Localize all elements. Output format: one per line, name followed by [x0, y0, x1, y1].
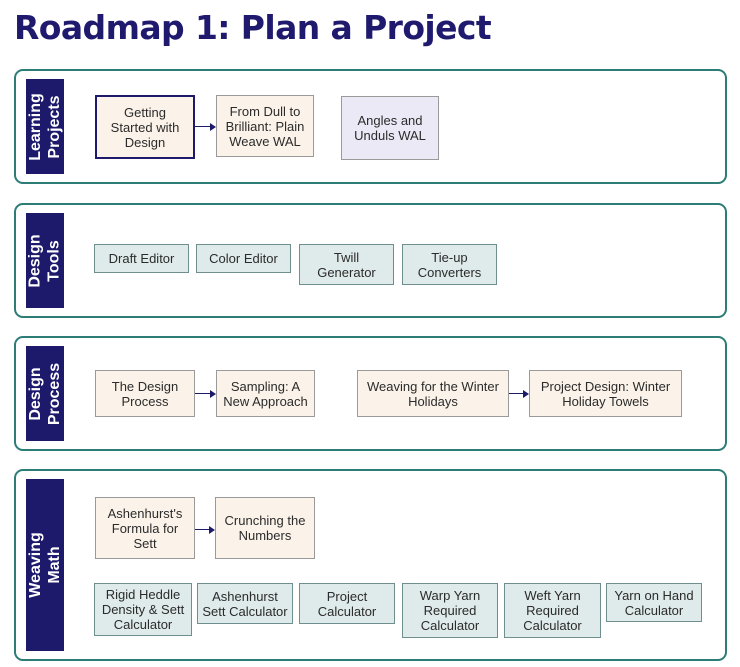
card-sampling-new-approach[interactable]: Sampling: A New Approach: [216, 370, 315, 417]
card-yarn-on-hand-calculator[interactable]: Yarn on Hand Calculator: [606, 583, 702, 622]
card-crunching-the-numbers[interactable]: Crunching the Numbers: [215, 497, 315, 559]
section-design-process: Design Process The Design Process Sampli…: [14, 336, 727, 451]
section-label-text: Design Tools: [27, 233, 63, 288]
section-label-text: Learning Projects: [27, 92, 63, 161]
section-label-text: Design Process: [27, 362, 64, 425]
card-draft-editor[interactable]: Draft Editor: [94, 244, 189, 273]
card-rigid-heddle-calculator[interactable]: Rigid Heddle Density & Sett Calculator: [94, 583, 192, 636]
card-ashenhurst-sett-calculator[interactable]: Ashenhurst Sett Calculator: [197, 583, 293, 624]
card-twill-generator[interactable]: Twill Generator: [299, 244, 394, 285]
card-project-design-winter-towels[interactable]: Project Design: Winter Holiday Towels: [529, 370, 682, 417]
card-angles-and-unduls[interactable]: Angles and Unduls WAL: [341, 96, 439, 160]
card-the-design-process[interactable]: The Design Process: [95, 370, 195, 417]
section-label-design-process: Design Process: [26, 346, 64, 441]
section-learning-projects: Learning Projects Getting Started with D…: [14, 69, 727, 184]
arrow-connector: [195, 122, 216, 132]
arrow-connector: [509, 389, 529, 399]
section-label-text: Weaving Math: [27, 532, 63, 598]
card-getting-started-with-design[interactable]: Getting Started with Design: [95, 95, 195, 159]
section-weaving-math: Weaving Math Ashenhurst's Formula for Se…: [14, 469, 727, 661]
section-label-learning-projects: Learning Projects: [26, 79, 64, 174]
card-project-calculator[interactable]: Project Calculator: [299, 583, 395, 624]
card-from-dull-to-brilliant[interactable]: From Dull to Brilliant: Plain Weave WAL: [216, 95, 314, 157]
card-tie-up-converters[interactable]: Tie-up Converters: [402, 244, 497, 285]
card-ashenhursts-formula[interactable]: Ashenhurst's Formula for Sett: [95, 497, 195, 559]
card-weaving-for-winter-holidays[interactable]: Weaving for the Winter Holidays: [357, 370, 509, 417]
card-warp-yarn-calculator[interactable]: Warp Yarn Required Calculator: [402, 583, 498, 638]
section-label-design-tools: Design Tools: [26, 213, 64, 308]
section-design-tools: Design Tools Draft Editor Color Editor T…: [14, 203, 727, 318]
arrow-connector: [195, 389, 216, 399]
page-title: Roadmap 1: Plan a Project: [14, 8, 492, 47]
arrow-connector: [195, 525, 215, 535]
card-color-editor[interactable]: Color Editor: [196, 244, 291, 273]
card-weft-yarn-calculator[interactable]: Weft Yarn Required Calculator: [504, 583, 601, 638]
section-label-weaving-math: Weaving Math: [26, 479, 64, 651]
